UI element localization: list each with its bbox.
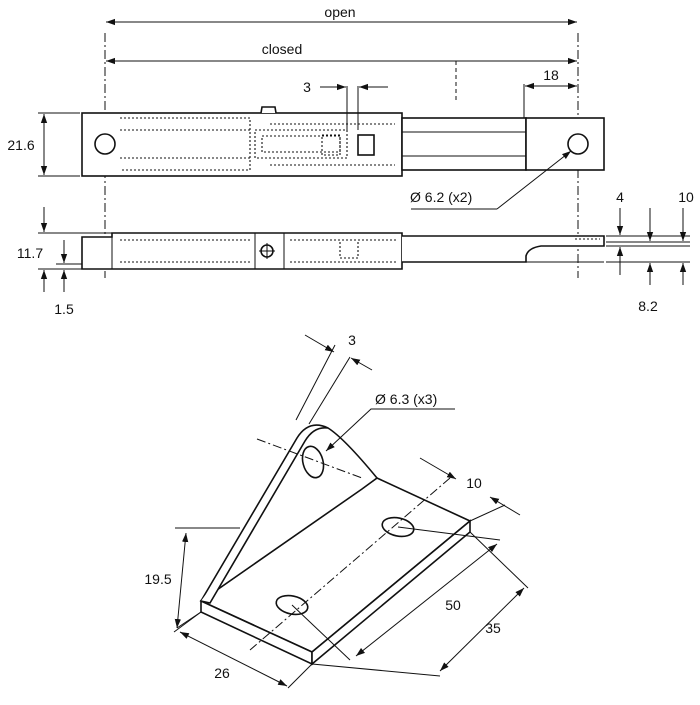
slider-top-view: open closed 3 18 21.6 Ø 6.2 (x2) bbox=[7, 4, 605, 278]
dim-gap-label: 3 bbox=[303, 79, 311, 95]
dim-step10-label: 10 bbox=[678, 189, 694, 205]
dim-base-label: 1.5 bbox=[54, 301, 74, 317]
slider-side-view: 11.7 1.5 4 10 8.2 bbox=[17, 189, 694, 317]
angle-bracket-view: 3 Ø 6.3 (x3) 10 19.5 26 50 35 bbox=[144, 332, 529, 689]
dim-width-label: 26 bbox=[214, 665, 230, 681]
dim-height-label: 21.6 bbox=[7, 137, 34, 153]
hole-callout-top: Ø 6.2 (x2) bbox=[410, 189, 472, 205]
dim-length-label: 35 bbox=[485, 620, 501, 636]
dim-edge-label: 10 bbox=[466, 475, 482, 491]
dim-height-bracket-label: 19.5 bbox=[144, 571, 171, 587]
dim-step4-label: 4 bbox=[616, 189, 624, 205]
dim-open-label: open bbox=[324, 4, 355, 20]
dim-ear-thickness-label: 3 bbox=[348, 332, 356, 348]
dim-closed-label: closed bbox=[262, 41, 302, 57]
dim-spacing-label: 50 bbox=[445, 597, 461, 613]
hole-callout-bracket: Ø 6.3 (x3) bbox=[375, 391, 437, 407]
dim-thick-label: 11.7 bbox=[17, 245, 43, 261]
dim-step82-label: 8.2 bbox=[638, 298, 658, 314]
dim-tip-label: 18 bbox=[543, 67, 559, 83]
